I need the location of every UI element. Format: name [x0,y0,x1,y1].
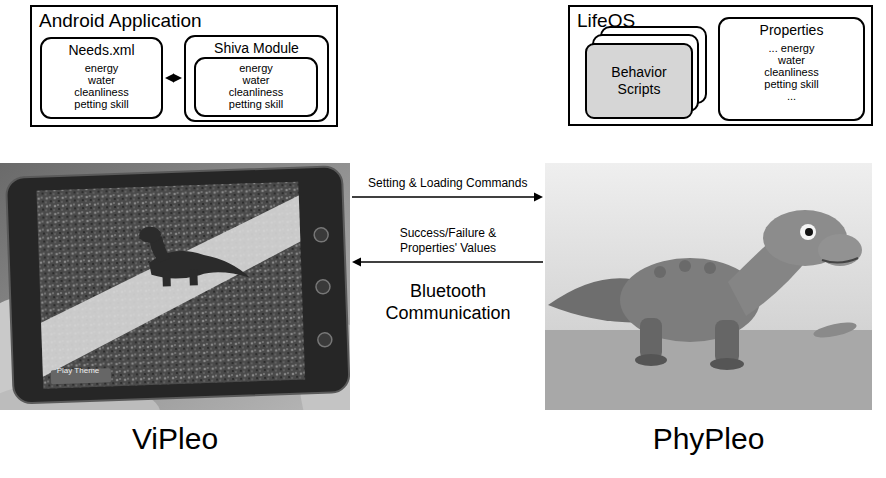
node-text: Android Application [32,7,336,32]
phone-photo-frame: ViPleo [0,163,350,410]
channel-label: Bluetooth Communication [373,280,523,324]
arrow-head [352,258,361,267]
variables-box: energy water cleanliness petting skill [194,57,318,117]
os-box: LifeOSBehavior ScriptsProperties... ener… [568,5,873,126]
arrow-head [165,74,174,83]
edge-label: Success/Failure & Properties' Values [382,226,514,256]
node-text: Needs.xml [42,39,161,59]
file-box: Needs.xml energy water cleanliness pettin… [40,37,163,119]
connector-line [360,261,543,263]
node-text: Shiva Module [186,37,327,57]
arrow-head [173,74,182,83]
node-text: energy water cleanliness petting skill [229,62,283,110]
robot-photo-frame: PhyPleo [545,163,872,410]
screen-button-text: Play Theme [48,364,108,378]
properties-box: Properties ... energy water cleanliness p… [718,17,865,121]
edge-label: Setting & Loading Commands [366,176,529,191]
node-list: energy water cleanliness petting skill [74,62,128,110]
robot-photo [545,163,872,410]
connector [352,258,543,267]
module-box: Shiva Module energy water cleanliness pet… [184,35,329,122]
node-list: ... energy water cleanliness petting ski… [764,42,818,102]
node-text: Behavior Scripts [587,64,691,98]
connector [352,193,543,202]
node-text: ViPleo [0,422,350,456]
app-box: Android ApplicationNeeds.xml energy water… [30,5,338,127]
phone-photo [0,163,350,410]
arrow-head [534,193,543,202]
node-text: Properties [720,19,863,39]
connector [165,74,182,83]
script-card: Behavior Scripts [585,43,693,119]
connector-line [352,196,535,198]
node-text: PhyPleo [545,422,872,456]
